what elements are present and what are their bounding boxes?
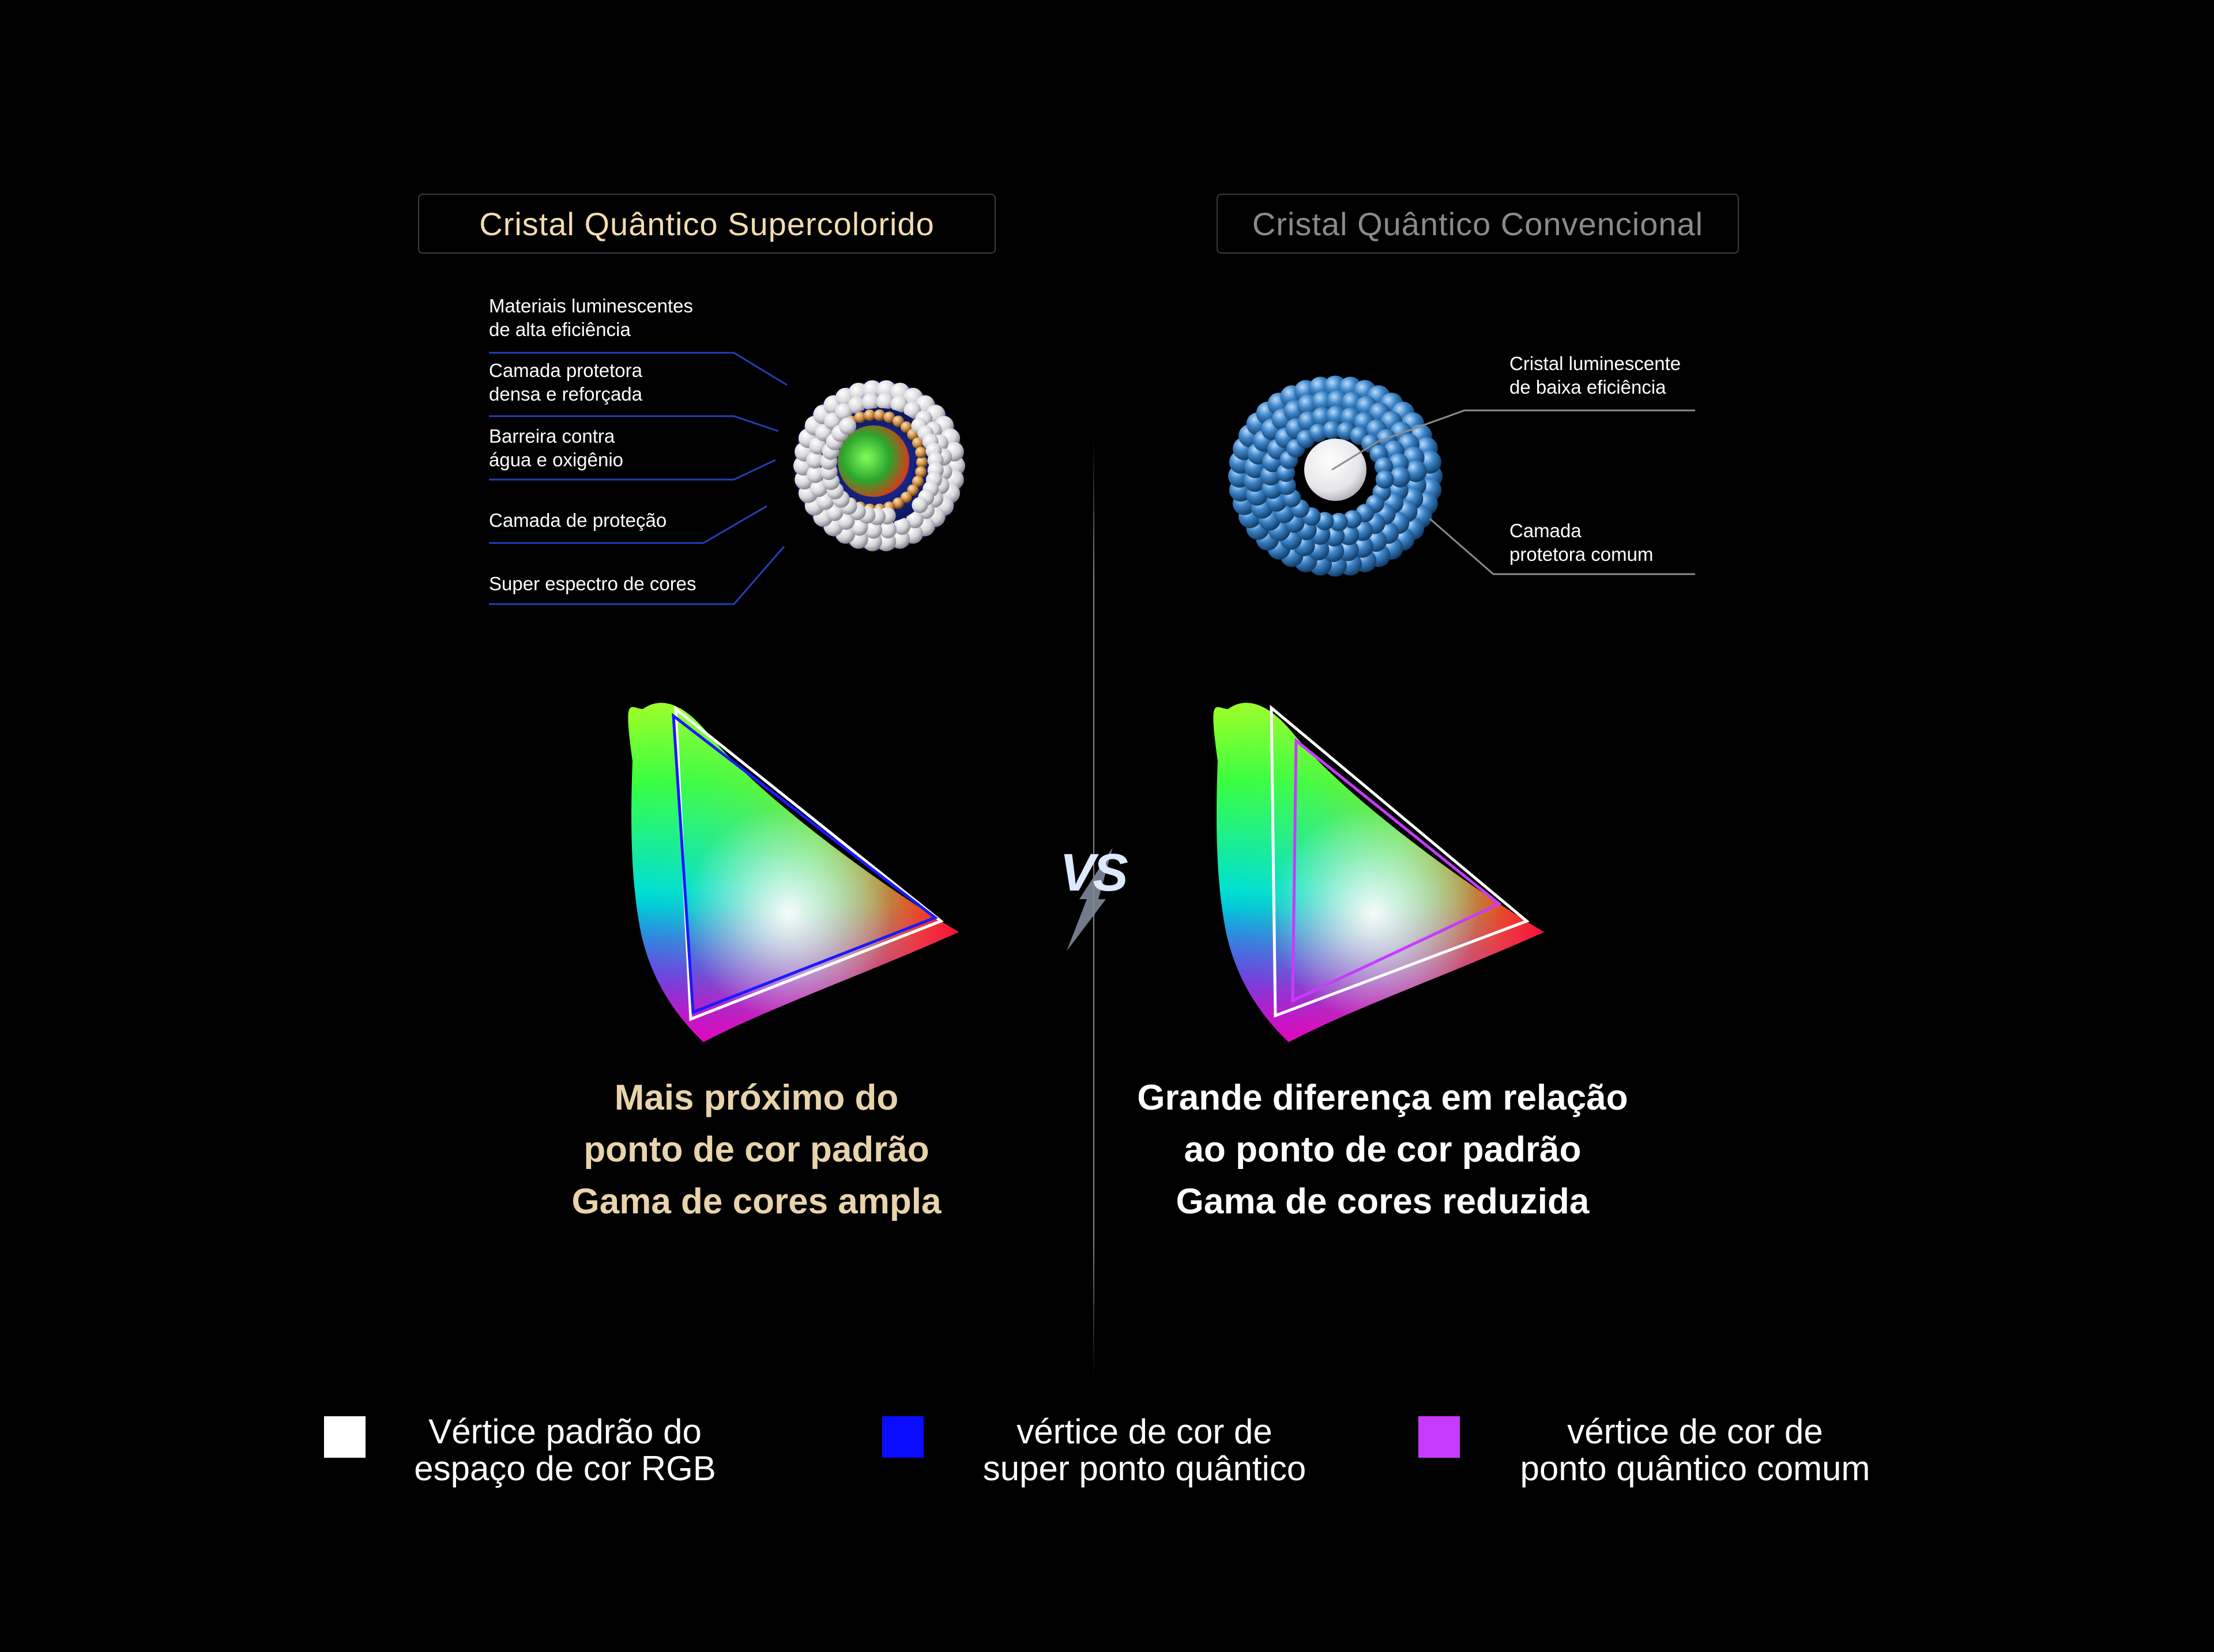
vs-bolt: [1067, 847, 1113, 951]
gold-bead: [864, 409, 876, 421]
cutaway-white-beads: [820, 417, 944, 525]
title-conventional-crystal: Cristal Quântico Convencional: [1217, 194, 1739, 254]
caption-right-line-2: ao ponto de cor padrão: [1184, 1130, 1582, 1170]
white-bead: [862, 393, 879, 410]
gold-bead: [912, 476, 924, 488]
gold-bead: [915, 447, 927, 458]
center-divider: [1093, 439, 1094, 1378]
legend-swatch-rgb-standard: [324, 1416, 366, 1458]
white-bead: [879, 521, 897, 538]
caption-right-line-3: Gama de cores reduzida: [1176, 1182, 1590, 1221]
callout-line-3: [489, 459, 776, 481]
callout-line-5: [489, 546, 785, 605]
legend-rgb-standard-line-2: espaço de cor RGB: [414, 1449, 716, 1488]
low-efficiency-core: [1304, 439, 1366, 501]
blue-bead-shell: [1228, 375, 1443, 577]
gold-bead: [893, 416, 904, 427]
white-bead: [890, 395, 908, 413]
gold-bead: [912, 437, 924, 449]
gold-bead: [893, 497, 904, 509]
gold-bead: [916, 457, 928, 468]
super-qd-triangle: [672, 712, 939, 1014]
right-color-gamut-diagram: [1213, 703, 1544, 1042]
blue-bead: [1323, 421, 1342, 440]
caption-left-line-2: ponto de cor padrão: [583, 1130, 929, 1170]
legend-common-qd: vértice de cor de ponto quântico comum: [1464, 1413, 1926, 1487]
label-super-spectrum: Super espectro de cores: [489, 573, 696, 594]
white-bead: [835, 403, 853, 421]
gold-bead: [915, 466, 927, 478]
white-bead: [906, 511, 924, 529]
caption-right: Grande diferença em relação ao ponto de …: [1065, 1072, 1700, 1228]
blue-bead: [1375, 470, 1394, 489]
gold-bead: [854, 412, 866, 423]
blue-bead: [1309, 424, 1328, 442]
blue-bead: [1390, 466, 1410, 488]
caption-left-line-1: Mais próximo do: [614, 1078, 899, 1118]
white-bead: [807, 466, 824, 483]
callout-line-2: [489, 415, 779, 432]
cutaway-bead: [912, 497, 928, 514]
white-bead: [893, 517, 911, 535]
label-protection-layer: Camada de proteção: [489, 510, 667, 531]
white-bead: [864, 521, 882, 539]
legend-rgb-standard-line-1: Vértice padrão do: [428, 1412, 702, 1451]
left-callout-lines: [489, 352, 788, 605]
blue-bead: [1329, 512, 1348, 531]
callout-line-shell: [1429, 518, 1695, 575]
left-color-gamut-diagram: [628, 703, 959, 1042]
caption-left-line-3: Gama de cores ampla: [571, 1182, 942, 1221]
legend-common-qd-line-1: vértice de cor de: [1567, 1412, 1823, 1451]
rgb-standard-triangle-right: [1270, 704, 1530, 1018]
super-quantum-dot-illustration: [793, 380, 965, 552]
title-supercolor-crystal: Cristal Quântico Supercolorido: [418, 194, 996, 254]
gold-bead: [900, 491, 912, 503]
cutaway-bead: [839, 417, 857, 435]
caption-right-line-1: Grande diferença em relação: [1137, 1078, 1628, 1118]
luminescent-core: [838, 425, 909, 497]
right-callout-lines: [1331, 409, 1695, 575]
vs-label: VS: [1060, 843, 1128, 902]
common-qd-triangle: [1291, 737, 1502, 1003]
legend-rgb-standard: Vértice padrão do espaço de cor RGB: [369, 1413, 761, 1487]
legend-super-qd-line-1: vértice de cor de: [1016, 1412, 1272, 1451]
gold-bead: [873, 409, 886, 421]
white-bead: [876, 393, 894, 410]
legend-super-qd: vértice de cor de super ponto quântico: [928, 1413, 1361, 1487]
gold-bead: [907, 484, 919, 496]
blue-bead: [1405, 460, 1427, 482]
legend-swatch-super-qd: [882, 1416, 924, 1458]
legend-common-qd-line-2: ponto quântico comum: [1520, 1449, 1870, 1488]
white-bead: [848, 397, 865, 414]
gold-bead: [900, 421, 912, 433]
callout-line-1: [489, 352, 788, 386]
conventional-quantum-dot-illustration: [1228, 375, 1443, 577]
callout-line-4: [489, 505, 767, 544]
white-bead: [806, 451, 824, 469]
legend-swatch-common-qd: [1418, 1416, 1460, 1458]
callout-line-core: [1331, 409, 1695, 471]
white-bead-shell: [793, 380, 965, 552]
legend-super-qd-line-2: super ponto quântico: [982, 1449, 1306, 1488]
blue-bead: [1343, 510, 1362, 529]
caption-left: Mais próximo do ponto de cor padrão Gama…: [439, 1072, 1074, 1228]
gold-bead: [883, 412, 895, 423]
